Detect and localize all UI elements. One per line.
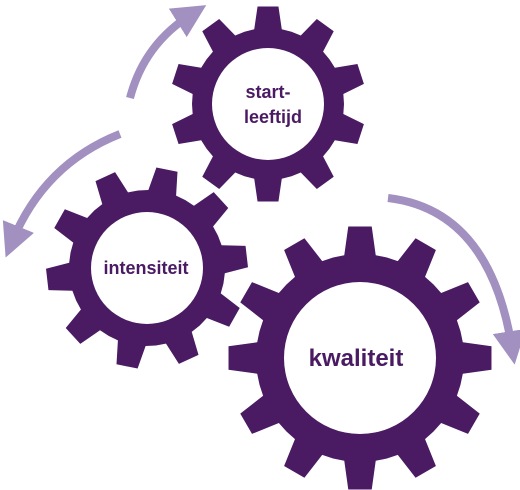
gear-label-kwaliteit: kwaliteit xyxy=(309,345,404,372)
gear-shape xyxy=(172,6,364,202)
gear-label-startleeftijd-line2: leeftijd xyxy=(244,107,302,127)
gear-kwaliteit: kwaliteit xyxy=(228,226,492,490)
gear-intensiteit: intensiteit xyxy=(46,167,248,369)
gear-shape xyxy=(228,226,492,490)
cycle-arrow-left xyxy=(2,130,122,258)
gear-label-startleeftijd-line1: start- xyxy=(245,82,290,102)
cycle-arrow-right xyxy=(387,194,520,365)
gear-startleeftijd: start- leeftijd xyxy=(172,6,364,202)
gear-shape xyxy=(46,167,248,369)
gear-label-intensiteit: intensiteit xyxy=(103,258,188,278)
cycle-arrow-top xyxy=(126,5,207,100)
